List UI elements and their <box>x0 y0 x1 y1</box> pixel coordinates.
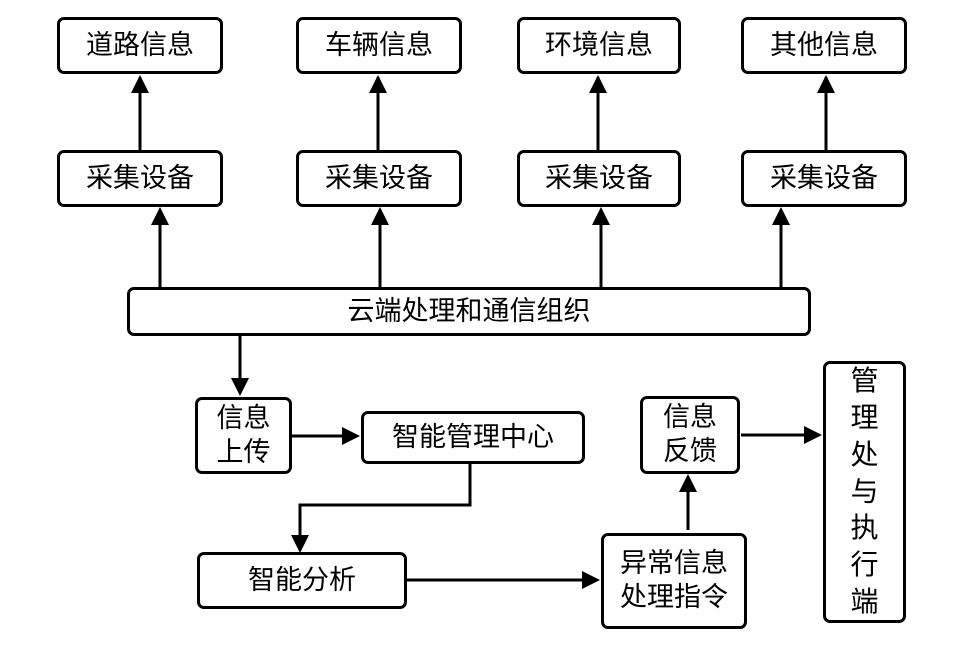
terminal-char-4: 与 <box>850 474 879 508</box>
arrow-heads <box>131 75 835 589</box>
collect-node-4: 采集设备 <box>741 150 907 207</box>
terminal-char-7: 端 <box>850 585 879 619</box>
upload-node-line-1: 信息 <box>216 402 271 434</box>
feedback-node-line-2: 反馈 <box>663 436 717 467</box>
arrow-center-analysis <box>298 462 472 549</box>
cloud-node: 云端处理和通信组织 <box>127 287 811 336</box>
center-node-label: 智能管理中心 <box>392 421 554 453</box>
upload-node: 信息 上传 <box>195 397 292 474</box>
terminal-char-2: 理 <box>850 400 879 434</box>
terminal-char-6: 行 <box>850 548 879 582</box>
abnormal-node-line-1: 异常信息 <box>620 548 728 580</box>
feedback-node: 信息 反馈 <box>640 396 740 474</box>
info-node-environment: 环境信息 <box>517 17 681 74</box>
collect-node-3-label: 采集设备 <box>545 162 653 194</box>
info-node-road-label: 道路信息 <box>86 29 194 61</box>
upload-node-line-2: 上传 <box>216 436 271 468</box>
info-node-other-label: 其他信息 <box>770 29 878 61</box>
collect-node-4-label: 采集设备 <box>770 162 878 194</box>
center-node: 智能管理中心 <box>361 411 585 464</box>
feedback-node-line-1: 信息 <box>663 402 717 434</box>
collect-node-2: 采集设备 <box>296 150 462 207</box>
terminal-char-1: 管 <box>850 363 879 397</box>
collect-node-1: 采集设备 <box>57 150 223 207</box>
terminal-node: 管 理 处 与 执 行 端 <box>823 361 906 623</box>
info-node-vehicle-label: 车辆信息 <box>325 29 433 61</box>
terminal-char-5: 执 <box>850 511 879 545</box>
info-node-environment-label: 环境信息 <box>545 29 653 61</box>
collect-node-1-label: 采集设备 <box>86 162 194 194</box>
terminal-char-3: 处 <box>850 437 879 471</box>
collect-node-2-label: 采集设备 <box>325 162 433 194</box>
cloud-node-label: 云端处理和通信组织 <box>347 295 591 327</box>
analysis-node: 智能分析 <box>197 552 407 609</box>
analysis-node-label: 智能分析 <box>248 564 356 596</box>
info-node-other: 其他信息 <box>741 17 907 74</box>
abnormal-node: 异常信息 处理指令 <box>601 533 747 629</box>
collect-node-3: 采集设备 <box>517 150 681 207</box>
info-node-vehicle: 车辆信息 <box>296 17 462 74</box>
info-node-road: 道路信息 <box>57 17 223 74</box>
abnormal-node-line-2: 处理指令 <box>620 582 728 613</box>
